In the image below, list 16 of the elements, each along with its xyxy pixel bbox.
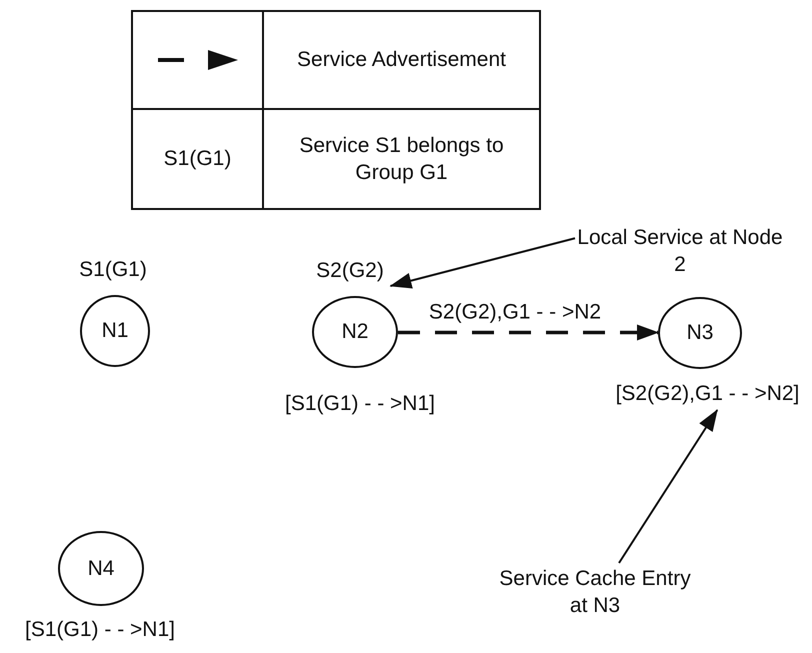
node-label: N4 xyxy=(88,556,114,580)
annotation-text: Local Service at Node 2 xyxy=(575,222,785,280)
node-caption: [S1(G1) - - >N1] xyxy=(25,618,175,642)
node-caption: S1(G1) xyxy=(79,258,147,282)
annotation-text: S2(G2) xyxy=(305,256,395,286)
legend-text: Service S1 belongs to Group G1 xyxy=(298,132,505,186)
node-label: N3 xyxy=(686,321,714,345)
legend-text: Service Advertisement xyxy=(264,12,539,110)
node-caption: [S1(G1) - - >N1] xyxy=(285,392,435,416)
node-label: N2 xyxy=(342,320,368,344)
arrow xyxy=(618,409,718,564)
node-label: N1 xyxy=(102,319,128,343)
annotation-text: Service Cache Entry at N3 xyxy=(495,563,695,621)
annotation-text: [S2(G2),G1 - - >N2] xyxy=(610,378,805,410)
arrow xyxy=(390,237,576,288)
dashed-arrow xyxy=(398,324,659,340)
